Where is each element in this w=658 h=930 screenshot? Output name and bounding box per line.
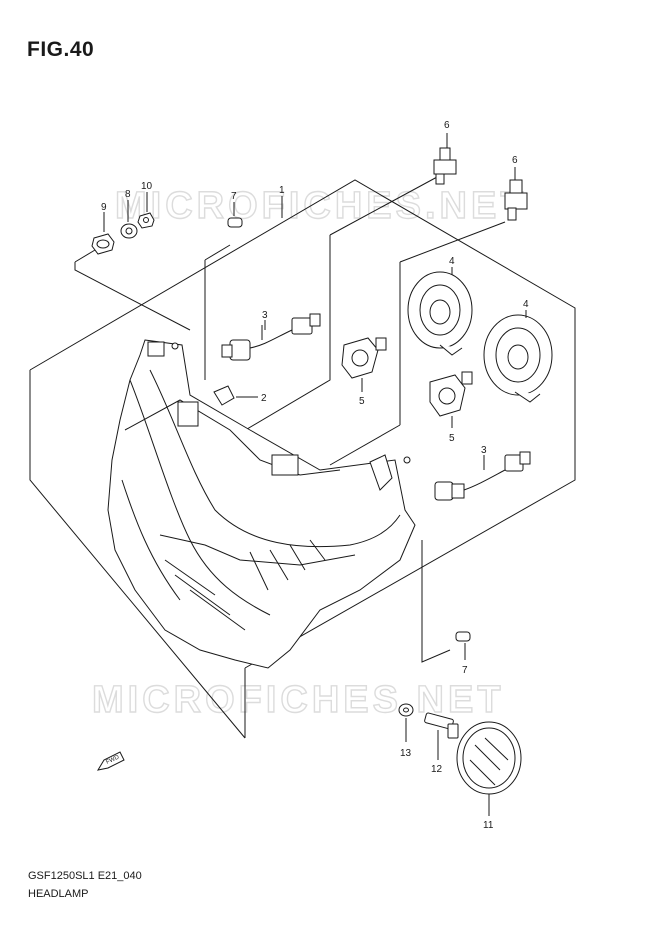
part-12-adjuster-shaft: [424, 712, 459, 760]
part-4-reflector-left: [407, 267, 473, 356]
model-code: GSF1250SL1 E21_040: [28, 870, 142, 882]
part-7-position-bulb-lower: [455, 631, 471, 660]
part-4-reflector-right: [483, 310, 553, 403]
callout-1: 1: [279, 185, 285, 196]
callout-3-lower: 3: [481, 445, 487, 456]
assembly-outline: [29, 169, 576, 739]
part-6-bulb-left: [433, 133, 457, 185]
callout-6-right: 6: [512, 155, 518, 166]
part-5-bulb-socket-upper: [341, 337, 387, 392]
callout-9: 9: [101, 202, 107, 213]
callout-6-left: 6: [444, 120, 450, 131]
callout-5-upper: 5: [359, 396, 365, 407]
callout-5-lower: 5: [449, 433, 455, 444]
figure-name: HEADLAMP: [28, 888, 89, 900]
callout-7-lower: 7: [462, 665, 468, 676]
headlamp-housing: [107, 339, 416, 669]
callout-12: 12: [431, 764, 443, 775]
watermark-bottom: MICROFICHES.NET: [92, 679, 505, 721]
part-10-nut: [137, 192, 155, 229]
part-8-washer: [120, 200, 138, 239]
callout-numbers: 1 2 3 3 4 4 5 5 6 6 7 7 8 9 10 11 12 13: [101, 120, 529, 831]
part-7-position-bulb-upper: [227, 202, 243, 228]
callout-4-right: 4: [523, 299, 529, 310]
callout-2: 2: [261, 393, 267, 404]
callout-11: 11: [483, 820, 494, 831]
callout-7-upper: 7: [231, 191, 237, 202]
fwd-arrow-icon: FWD: [96, 751, 125, 771]
figure-title: FIG.40: [27, 38, 95, 61]
part-9-grommet: [91, 212, 115, 255]
part-6-bulb-right: [504, 167, 528, 221]
part-5-bulb-socket-lower: [429, 371, 473, 428]
part-3-socket-lower: [434, 451, 531, 501]
callout-10: 10: [141, 181, 153, 192]
callout-13: 13: [400, 748, 412, 759]
part-13-washer: [398, 703, 414, 742]
part-2-clip: [213, 385, 258, 406]
leader-lines: [264, 196, 485, 470]
watermark-top: MICROFICHES.NET: [115, 185, 528, 227]
callout-3-upper: 3: [262, 310, 268, 321]
callout-4-left: 4: [449, 256, 455, 267]
fwd-label: FWD: [105, 754, 121, 765]
part-11-cover-cap: [456, 721, 522, 816]
part-3-socket-upper: [221, 313, 321, 361]
callout-8: 8: [125, 189, 131, 200]
